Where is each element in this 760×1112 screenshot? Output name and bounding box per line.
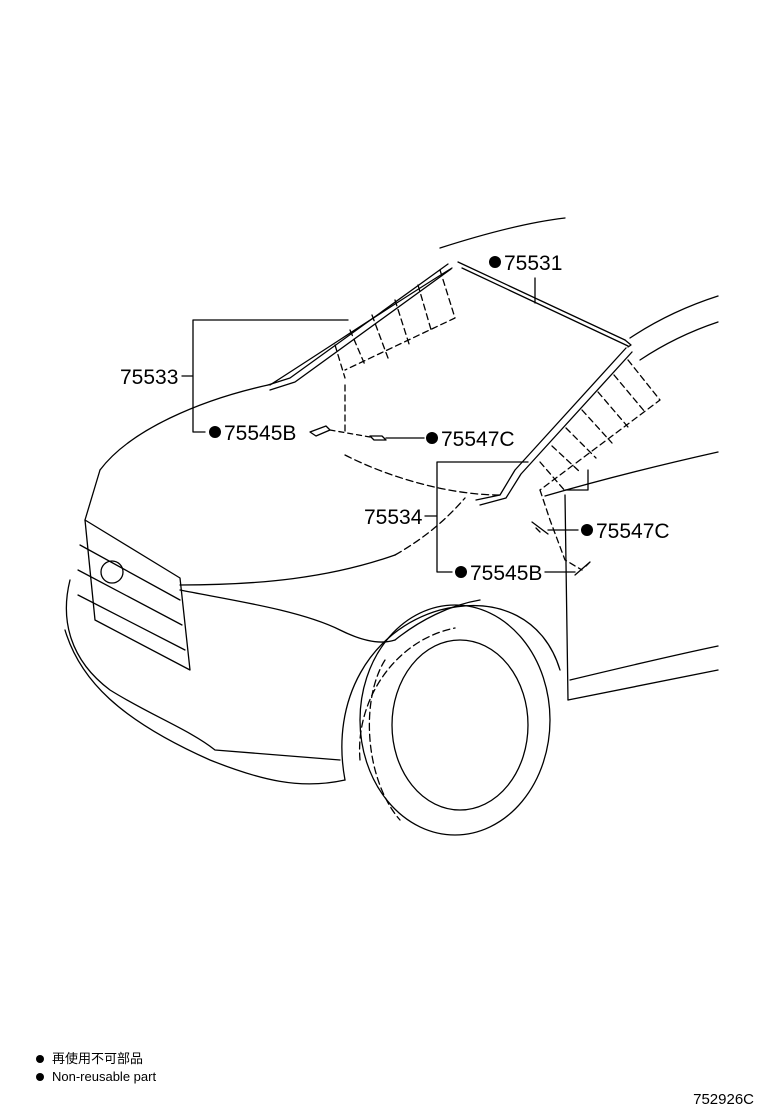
legend-row-en: Non-reusable part xyxy=(36,1068,156,1086)
non-reusable-dot-75545b-upper xyxy=(209,426,221,438)
hood-left-edge xyxy=(84,469,101,521)
right-pillar-hatch xyxy=(539,359,661,571)
bracket-75534 xyxy=(424,461,529,573)
right-pillar-molding xyxy=(475,347,633,506)
bracket-75533 xyxy=(181,319,349,433)
label-75545b-lower: 75545B xyxy=(470,562,542,585)
dash-leader-upper xyxy=(329,429,371,438)
non-reusable-dot-75531 xyxy=(489,256,501,268)
roof-line xyxy=(439,217,566,249)
bullet-icon xyxy=(36,1055,44,1063)
label-75533: 75533 xyxy=(120,366,178,389)
right-pillar-bracket-tail xyxy=(564,469,589,491)
rear-roof-line xyxy=(629,295,719,339)
bullet-icon xyxy=(36,1073,44,1081)
headlight xyxy=(179,589,396,643)
wheel-arch-inner xyxy=(358,627,456,761)
label-75547c-lower: 75547C xyxy=(596,520,670,543)
front-rim xyxy=(391,639,529,811)
legend: 再使用不可部品 Non-reusable part xyxy=(36,1050,156,1086)
hood-front-edge xyxy=(179,554,396,586)
non-reusable-dot-75547c-lower xyxy=(581,524,593,536)
legend-row-jp: 再使用不可部品 xyxy=(36,1050,156,1068)
door-front-edge xyxy=(564,494,569,701)
front-grille xyxy=(77,519,191,671)
rear-body-line xyxy=(639,321,719,361)
clip-lower-upper xyxy=(531,521,549,535)
fender-front xyxy=(394,599,481,641)
label-75531: 75531 xyxy=(504,252,562,275)
clip-lower-lower xyxy=(574,561,591,576)
legend-en-text: Non-reusable part xyxy=(52,1069,157,1084)
roof-molding-end xyxy=(624,339,632,348)
label-75545b-upper: 75545B xyxy=(224,422,296,445)
tire-hidden-edge xyxy=(368,659,401,821)
roof-molding xyxy=(457,261,629,347)
label-75547c-upper: 75547C xyxy=(441,428,515,451)
windshield-bottom xyxy=(344,454,501,496)
side-sill xyxy=(567,669,719,701)
front-bumper xyxy=(65,579,341,761)
hood-right-edge xyxy=(394,497,466,556)
wheel-arch xyxy=(341,605,561,781)
clip-upper-left xyxy=(309,425,331,437)
non-reusable-dot-75547c-upper xyxy=(426,432,438,444)
hood-top xyxy=(99,384,269,471)
front-tire xyxy=(359,604,551,836)
bumper-lower xyxy=(64,629,346,785)
label-75534: 75534 xyxy=(364,506,423,529)
legend-jp-text: 再使用不可部品 xyxy=(52,1051,144,1066)
left-pillar-hatch xyxy=(334,269,456,433)
clip-upper-right xyxy=(369,435,387,441)
side-line-lower xyxy=(569,645,719,681)
diagram-id: 752926C xyxy=(693,1091,754,1108)
non-reusable-dot-75545b-lower xyxy=(455,566,467,578)
